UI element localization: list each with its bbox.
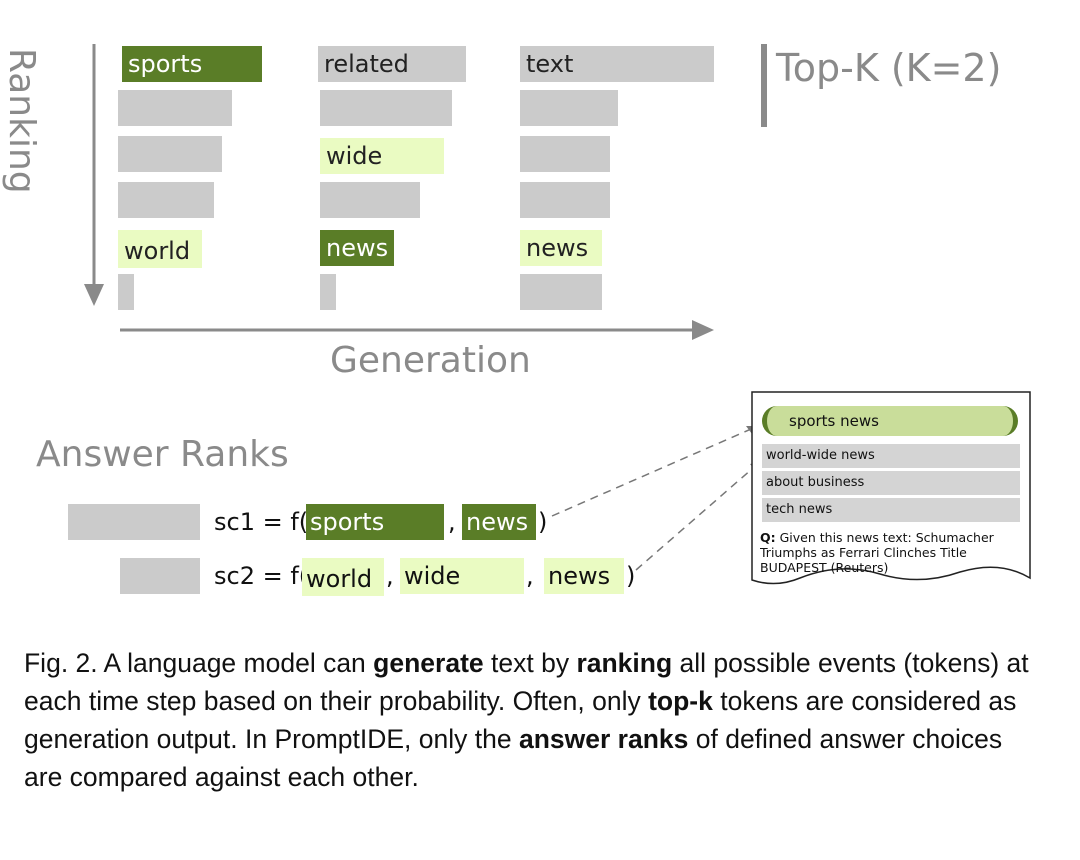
token-bar: world: [118, 230, 202, 268]
caption-bold: generate: [373, 648, 484, 678]
sc2-token-world: world: [302, 558, 384, 596]
caption-bold: top-k: [648, 686, 713, 716]
answer-ranks-title: Answer Ranks: [36, 434, 289, 475]
question-label: Q:: [760, 530, 776, 545]
answer-option[interactable]: tech news: [762, 498, 1020, 522]
answer-option[interactable]: about business: [762, 471, 1020, 495]
sc2-token-news: news: [544, 558, 624, 594]
sc1-token-news: news: [462, 504, 536, 540]
sc2-separator: ,: [526, 562, 534, 590]
token-bar: [320, 90, 452, 126]
token-bar: wide: [320, 138, 444, 174]
caption-bold: ranking: [576, 648, 673, 678]
token-bar: news: [320, 230, 394, 266]
caption-text: tokens are considered as generation outp…: [24, 686, 1017, 754]
generation-axis-arrowhead: [692, 320, 714, 340]
rank-bar-sc2: [120, 558, 200, 594]
token-bar: related: [318, 46, 466, 82]
token-bar: [320, 182, 420, 218]
connector-sc2: [635, 461, 761, 571]
token-bar: [118, 90, 232, 126]
sc1-separator: ,: [448, 508, 456, 536]
caption-bold: answer ranks: [518, 724, 689, 754]
token-bar: [118, 182, 214, 218]
rank-bar-sc1: [68, 504, 200, 540]
sc2-prefix: sc2 = f(: [214, 562, 309, 590]
question-body: Given this news text: Schumacher Triumph…: [760, 530, 994, 574]
question-text: Q: Given this news text: Schumacher Triu…: [760, 530, 1022, 574]
caption-text: text by: [483, 648, 577, 678]
answer-card: sports news world-wide news about busine…: [752, 392, 1030, 592]
connector-sc1: [551, 425, 759, 517]
token-bar: [520, 182, 610, 218]
figure-caption: Fig. 2. A language model can generate te…: [24, 644, 1044, 796]
token-bar: news: [520, 230, 602, 266]
token-bar: [320, 274, 336, 310]
sc1-suffix: ): [538, 508, 548, 536]
caption-text: Fig. 2. A language model can: [24, 648, 374, 678]
topk-label: Top-K (K=2): [776, 46, 1002, 90]
generation-axis-label: Generation: [330, 340, 531, 381]
caption-text: all possible events (tokens) at each tim…: [24, 648, 1029, 716]
sc1-token-sports: sports: [306, 504, 444, 540]
token-bar: sports: [122, 46, 262, 82]
token-bar: [520, 136, 610, 172]
selected-answer-label: sports news: [789, 412, 879, 430]
ranking-axis-label: Ranking: [1, 48, 42, 194]
sc2-separator: ,: [386, 562, 394, 590]
sc2-suffix: ): [626, 562, 636, 590]
token-bar: [520, 274, 602, 310]
caption-text: of defined answer choices are compared a…: [24, 724, 1003, 792]
answer-option[interactable]: world-wide news: [762, 444, 1020, 468]
sc1-prefix: sc1 = f(: [214, 508, 309, 536]
sc2-token-wide: wide: [400, 558, 524, 594]
token-bar: [520, 90, 618, 126]
selected-answer[interactable]: sports news: [762, 406, 1018, 436]
token-bar: text: [520, 46, 714, 82]
token-bar: [118, 274, 134, 310]
token-bar: [118, 136, 222, 172]
ranking-axis-arrowhead: [84, 284, 104, 306]
